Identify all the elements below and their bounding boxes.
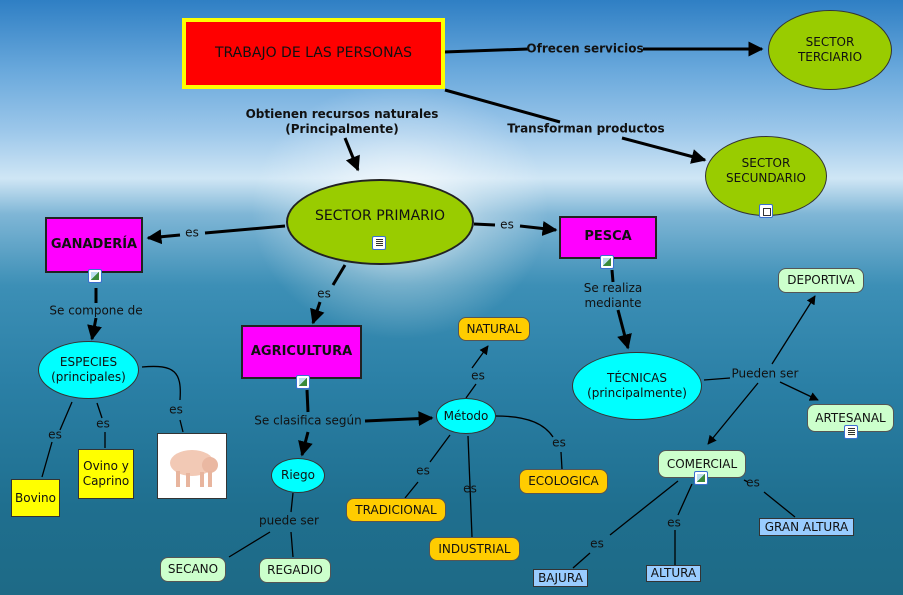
concept-label: TÉCNICAS (principalmente) — [587, 371, 687, 400]
concept-label: ECOLOGICA — [528, 474, 599, 488]
pig-image — [157, 433, 227, 499]
concept-deportiva[interactable]: DEPORTIVA — [778, 268, 864, 293]
concept-label: DEPORTIVA — [787, 273, 855, 287]
concept-label: SECTOR SECUNDARIO — [726, 156, 806, 185]
concept-label: ESPECIES (principales) — [51, 355, 126, 384]
concept-label: GANADERÍA — [50, 236, 138, 252]
concept-label: AGRICULTURA — [250, 343, 353, 359]
link-label: es — [48, 427, 62, 442]
concept-label: PESCA — [584, 229, 632, 245]
concept-label: REGADIO — [267, 563, 323, 577]
link-label: Se clasifica según — [254, 413, 362, 428]
link-label: es — [185, 225, 199, 240]
concept-label: TRABAJO DE LAS PERSONAS — [214, 44, 413, 61]
pig-illustration — [170, 450, 218, 487]
concept-label: TRADICIONAL — [355, 502, 437, 517]
concept-tradicional[interactable]: TRADICIONAL — [346, 498, 446, 522]
concept-pesca[interactable]: PESCA — [559, 216, 657, 259]
concept-especies[interactable]: ESPECIES (principales) — [38, 341, 139, 399]
concept-label: Método — [443, 408, 489, 423]
link-label: es — [416, 463, 430, 478]
link-label: es — [590, 536, 604, 551]
link-label: es — [500, 217, 514, 232]
concept-map-link-icon[interactable] — [759, 204, 773, 218]
link-label: Ofrecen servicios — [526, 41, 644, 56]
concept-sector-terciario[interactable]: SECTOR TERCIARIO — [768, 10, 892, 90]
link-label: Se realiza mediante — [583, 281, 643, 310]
concept-label: ARTESANAL — [815, 410, 886, 425]
document-icon[interactable] — [844, 425, 858, 439]
concept-tecnicas[interactable]: TÉCNICAS (principalmente) — [572, 352, 702, 420]
link-label: es — [552, 435, 566, 450]
concept-altura[interactable]: ALTURA — [646, 565, 701, 582]
concept-trabajo-de-las-personas[interactable]: TRABAJO DE LAS PERSONAS — [182, 18, 445, 89]
concept-riego[interactable]: Riego — [271, 458, 325, 493]
image-icon[interactable] — [694, 471, 708, 485]
concept-label: ALTURA — [650, 566, 697, 580]
concept-agricultura[interactable]: AGRICULTURA — [241, 325, 362, 379]
link-label: puede ser — [259, 513, 319, 528]
link-label: es — [746, 475, 760, 490]
link-label: Obtienen recursos naturales (Principalme… — [245, 107, 439, 136]
concept-natural[interactable]: NATURAL — [458, 317, 530, 341]
concept-secano[interactable]: SECANO — [160, 557, 226, 582]
link-label: es — [667, 515, 681, 530]
link-label: Transforman productos — [507, 121, 665, 136]
link-label: es — [471, 368, 485, 383]
link-label: Pueden ser — [731, 366, 799, 381]
concept-label: Bovino — [15, 490, 56, 505]
concept-label: SECTOR PRIMARIO — [314, 208, 446, 225]
concept-industrial[interactable]: INDUSTRIAL — [429, 537, 520, 561]
concept-label: INDUSTRIAL — [438, 541, 511, 556]
link-label: Se compone de — [49, 303, 143, 318]
link-label: es — [169, 402, 183, 417]
concept-metodo[interactable]: Método — [436, 398, 496, 434]
concept-bovino[interactable]: Bovino — [11, 479, 60, 517]
image-icon[interactable] — [296, 375, 310, 389]
concept-gran-altura[interactable]: GRAN ALTURA — [759, 518, 854, 536]
concept-label: GRAN ALTURA — [764, 519, 849, 534]
concept-label: Riego — [280, 468, 315, 482]
concept-comercial[interactable]: COMERCIAL — [658, 450, 746, 478]
concept-sector-secundario[interactable]: SECTOR SECUNDARIO — [705, 136, 827, 216]
concept-bajura[interactable]: BAJURA — [533, 569, 588, 587]
concept-ecologica[interactable]: ECOLOGICA — [519, 469, 608, 494]
concept-ganaderia[interactable]: GANADERÍA — [45, 217, 143, 273]
concept-regadio[interactable]: REGADIO — [259, 558, 331, 583]
link-label: es — [96, 416, 110, 431]
concept-label: SECANO — [167, 562, 219, 576]
concept-label: NATURAL — [466, 321, 522, 336]
document-icon[interactable] — [372, 236, 386, 250]
link-label: es — [317, 286, 331, 301]
image-icon[interactable] — [600, 255, 614, 269]
concept-label: Ovino y Caprino — [82, 459, 130, 488]
link-label: es — [463, 481, 477, 496]
concept-sector-primario[interactable]: SECTOR PRIMARIO — [286, 179, 474, 265]
concept-label: SECTOR TERCIARIO — [797, 35, 863, 64]
image-icon[interactable] — [88, 269, 102, 283]
concept-ovino-caprino[interactable]: Ovino y Caprino — [78, 449, 134, 499]
concept-label: BAJURA — [538, 570, 583, 585]
concept-label: COMERCIAL — [666, 456, 738, 471]
